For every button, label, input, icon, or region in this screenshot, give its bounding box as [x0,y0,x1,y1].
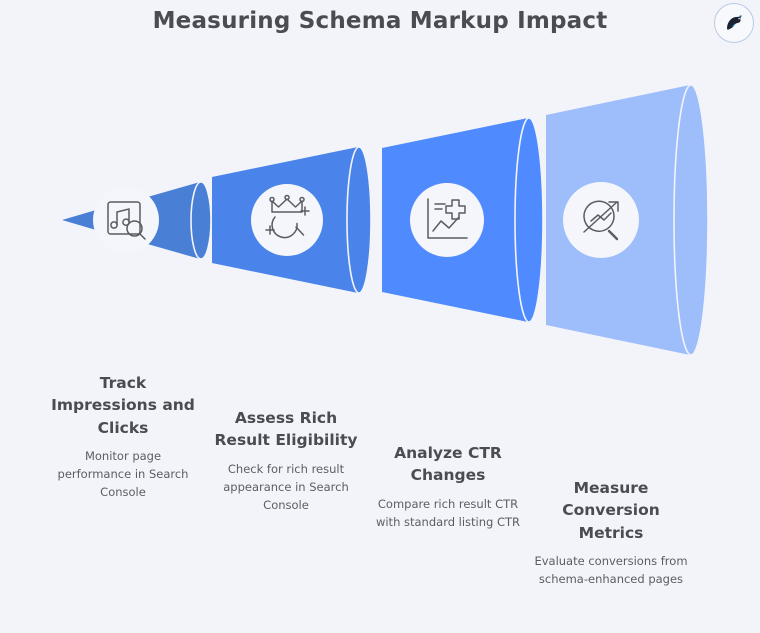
funnel-label-2: Assess Rich Result Eligibility Check for… [210,407,362,514]
funnel-label-1: Track Impressions and Clicks Monitor pag… [48,372,198,502]
page-title: Measuring Schema Markup Impact [152,8,608,34]
brand-logo[interactable] [714,3,754,43]
trending-magnifier-icon [583,200,619,241]
funnel-label-4-desc: Evaluate conversions from schema-enhance… [534,554,688,587]
funnel-stage-2[interactable] [212,146,372,294]
funnel-stage-4[interactable] [546,84,709,356]
funnel-label-2-title: Assess Rich Result Eligibility [214,409,358,450]
funnel-label-3-desc: Compare rich result CTR with standard li… [375,496,521,529]
funnel-label-4: Measure Conversion Metrics Evaluate conv… [534,477,688,589]
music-note-search-icon [107,201,146,240]
funnel-label-2-desc: Check for rich result appearance in Sear… [223,461,349,512]
funnel-stage-3[interactable] [382,117,544,323]
funnel-label-3-title: Analyze CTR Changes [394,444,502,485]
funnel-label-3: Analyze CTR Changes Compare rich result … [372,442,524,532]
crown-magnifier-sparkle-icon [265,194,310,239]
funnel-label-4-title: Measure Conversion Metrics [562,479,660,542]
bird-silhouette-icon [726,15,742,30]
line-chart-plus-icon [427,198,468,239]
funnel-label-1-desc: Monitor page performance in Search Conso… [57,449,189,500]
funnel-stage-1[interactable] [93,181,212,260]
funnel-label-1-title: Track Impressions and Clicks [51,374,195,437]
